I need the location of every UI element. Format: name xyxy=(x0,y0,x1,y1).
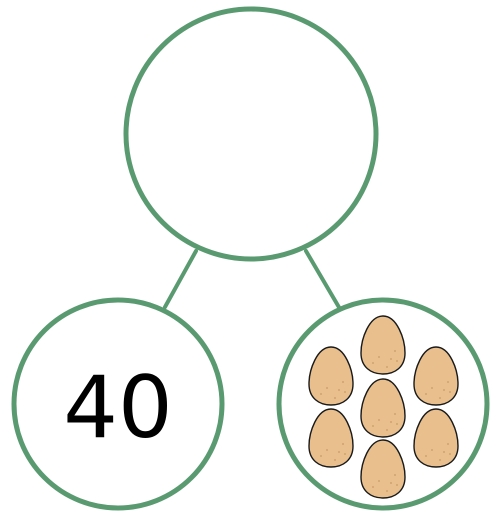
part-left-node: 40 xyxy=(11,297,225,511)
egg-group xyxy=(308,315,459,499)
connector-right xyxy=(304,249,342,311)
part-left-value: 40 xyxy=(63,358,172,458)
egg-icon xyxy=(360,315,406,375)
egg-icon xyxy=(360,439,406,499)
egg-icon xyxy=(360,378,406,438)
egg-icon xyxy=(308,408,354,468)
part-right-node xyxy=(276,297,490,511)
egg-icon xyxy=(413,346,459,406)
egg-icon xyxy=(308,346,354,406)
connector-left xyxy=(163,249,198,309)
whole-circle xyxy=(123,6,379,262)
whole-node xyxy=(123,6,379,262)
egg-icon xyxy=(413,408,459,468)
part-left-circle xyxy=(11,297,225,511)
